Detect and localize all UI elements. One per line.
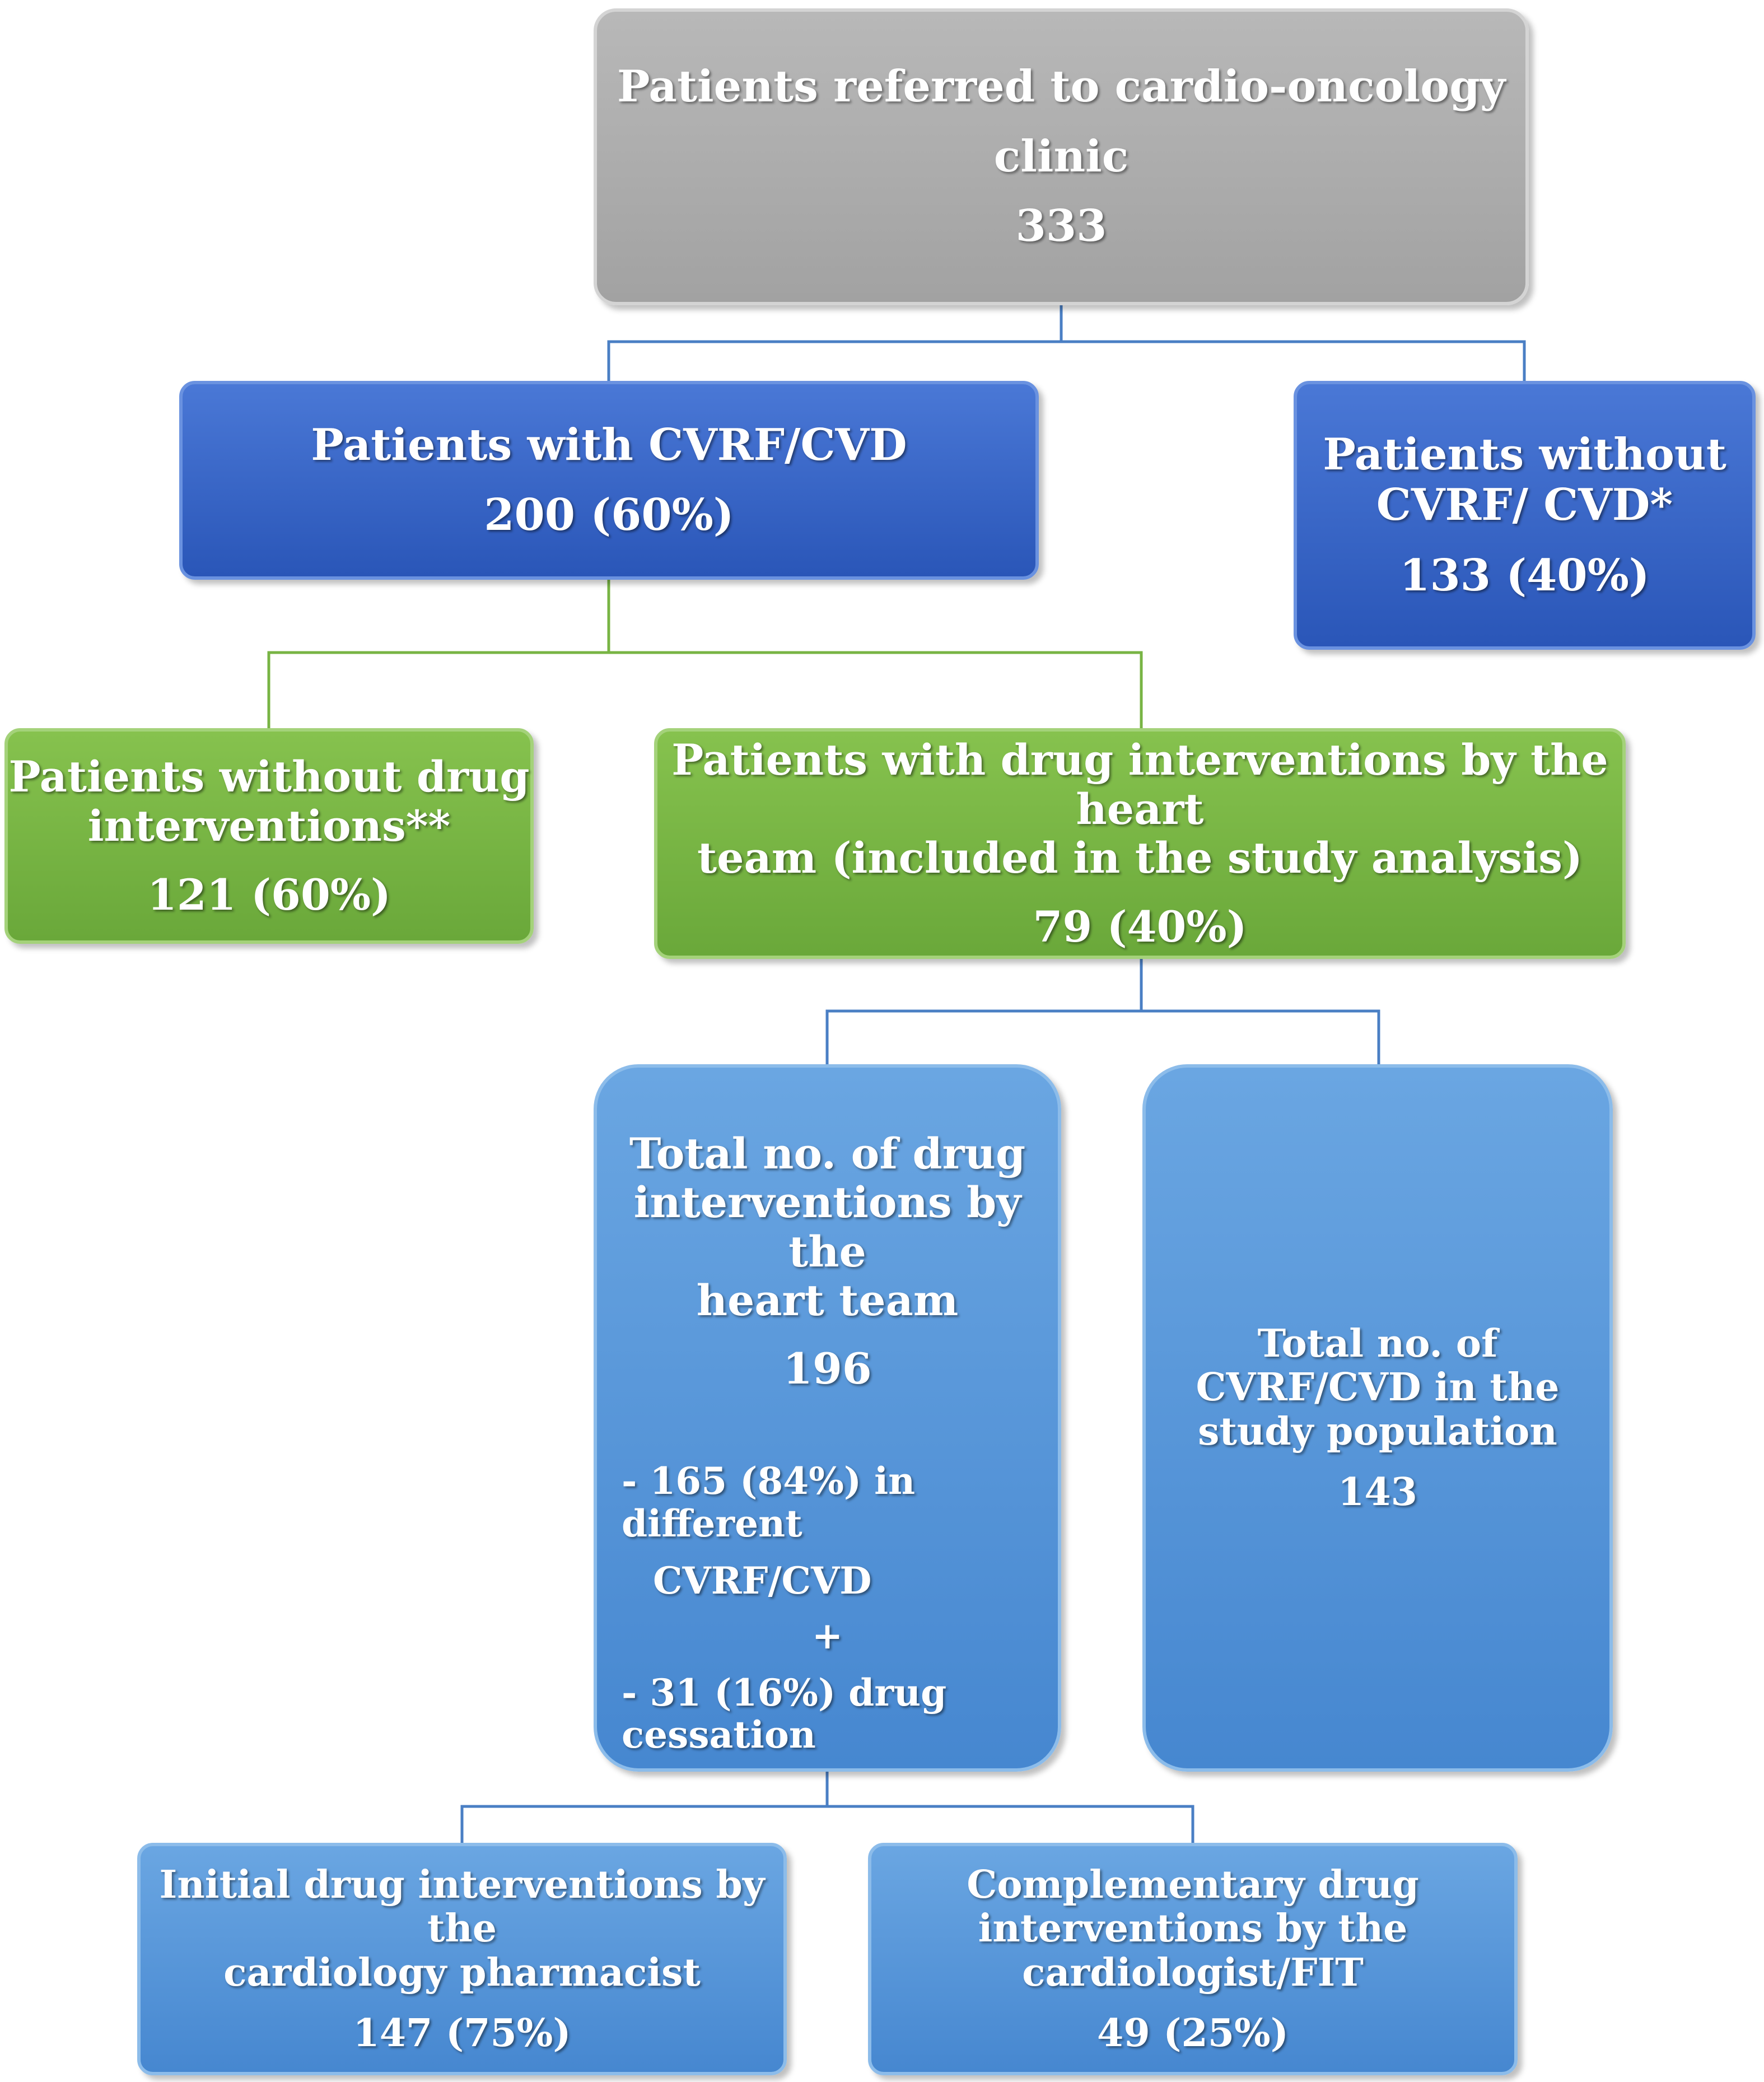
connector-drug	[825, 959, 1143, 1064]
without-drug-count: 121 (60%)	[147, 870, 391, 920]
with-drug-count: 79 (40%)	[1033, 902, 1247, 952]
total-interventions-title-1: Total no. of drug	[629, 1129, 1026, 1179]
box-complementary: Complementary drug interventions by the …	[868, 1843, 1518, 2075]
connector-cvrf	[267, 580, 610, 728]
interventions-plus: +	[811, 1613, 843, 1657]
with-drug-title-2: team (included in the study analysis)	[697, 833, 1583, 883]
without-drug-title-1: Patients without drug	[8, 752, 530, 802]
interventions-item-1-line-1: - 165 (84%) in different	[622, 1459, 916, 1545]
interventions-item-2-line-1: - 31 (16%) drug	[622, 1670, 947, 1715]
total-cvrf-count: 143	[1338, 1469, 1417, 1515]
box-total-interventions: Total no. of drug interventions by the h…	[594, 1064, 1061, 1772]
referred-title: Patients referred to cardio-oncology cli…	[617, 60, 1506, 182]
complementary-count: 49 (25%)	[1097, 2010, 1289, 2056]
interventions-item-2-line-2: cessation	[622, 1713, 816, 1757]
box-referred: Patients referred to cardio-oncology cli…	[594, 8, 1529, 305]
total-interventions-title-2: interventions by the	[633, 1177, 1021, 1277]
connector-referred-right	[1061, 340, 1526, 381]
box-with-cvrf: Patients with CVRF/CVD 200 (60%)	[179, 381, 1039, 580]
box-total-cvrf: Total no. of CVRF/CVD in the study popul…	[1142, 1064, 1613, 1772]
box-without-drug: Patients without drug interventions** 12…	[4, 728, 534, 944]
referred-count: 333	[1015, 201, 1107, 252]
initial-title-2: cardiology pharmacist	[223, 1950, 701, 1995]
box-with-drug: Patients with drug interventions by the …	[654, 728, 1626, 959]
interventions-item-1-line-2: CVRF/CVD	[653, 1558, 872, 1603]
box-without-cvrf: Patients without CVRF/ CVD* 133 (40%)	[1294, 381, 1756, 650]
complementary-title-3: cardiologist/FIT	[1022, 1950, 1364, 1995]
complementary-title-2: interventions by the	[978, 1906, 1408, 1951]
total-interventions-count: 196	[783, 1343, 872, 1394]
connector-total	[460, 1772, 829, 1843]
without-cvrf-title-1: Patients without	[1323, 429, 1726, 481]
total-cvrf-title-2: CVRF/CVD in the	[1196, 1365, 1560, 1410]
initial-title-1: Initial drug interventions by the	[159, 1862, 765, 1951]
without-cvrf-count: 133 (40%)	[1399, 549, 1650, 601]
total-cvrf-title-3: study population	[1198, 1409, 1557, 1454]
connector-referred	[607, 305, 1063, 384]
without-cvrf-title-2: CVRF/ CVD*	[1376, 479, 1673, 531]
with-cvrf-title: Patients with CVRF/CVD	[311, 419, 907, 471]
total-interventions-title-3: heart team	[696, 1275, 959, 1326]
connector-drug-right	[1141, 1009, 1380, 1064]
without-drug-title-2: interventions**	[87, 800, 451, 851]
connector-total-right	[827, 1805, 1194, 1843]
box-initial: Initial drug interventions by the cardio…	[137, 1843, 787, 2075]
total-cvrf-title-1: Total no. of	[1257, 1321, 1498, 1367]
complementary-title-1: Complementary drug	[967, 1862, 1419, 1908]
initial-count: 147 (75%)	[353, 2010, 571, 2056]
with-drug-title-1: Patients with drug interventions by the …	[671, 735, 1608, 834]
with-cvrf-count: 200 (60%)	[484, 489, 734, 541]
connector-cvrf-right	[609, 651, 1143, 728]
